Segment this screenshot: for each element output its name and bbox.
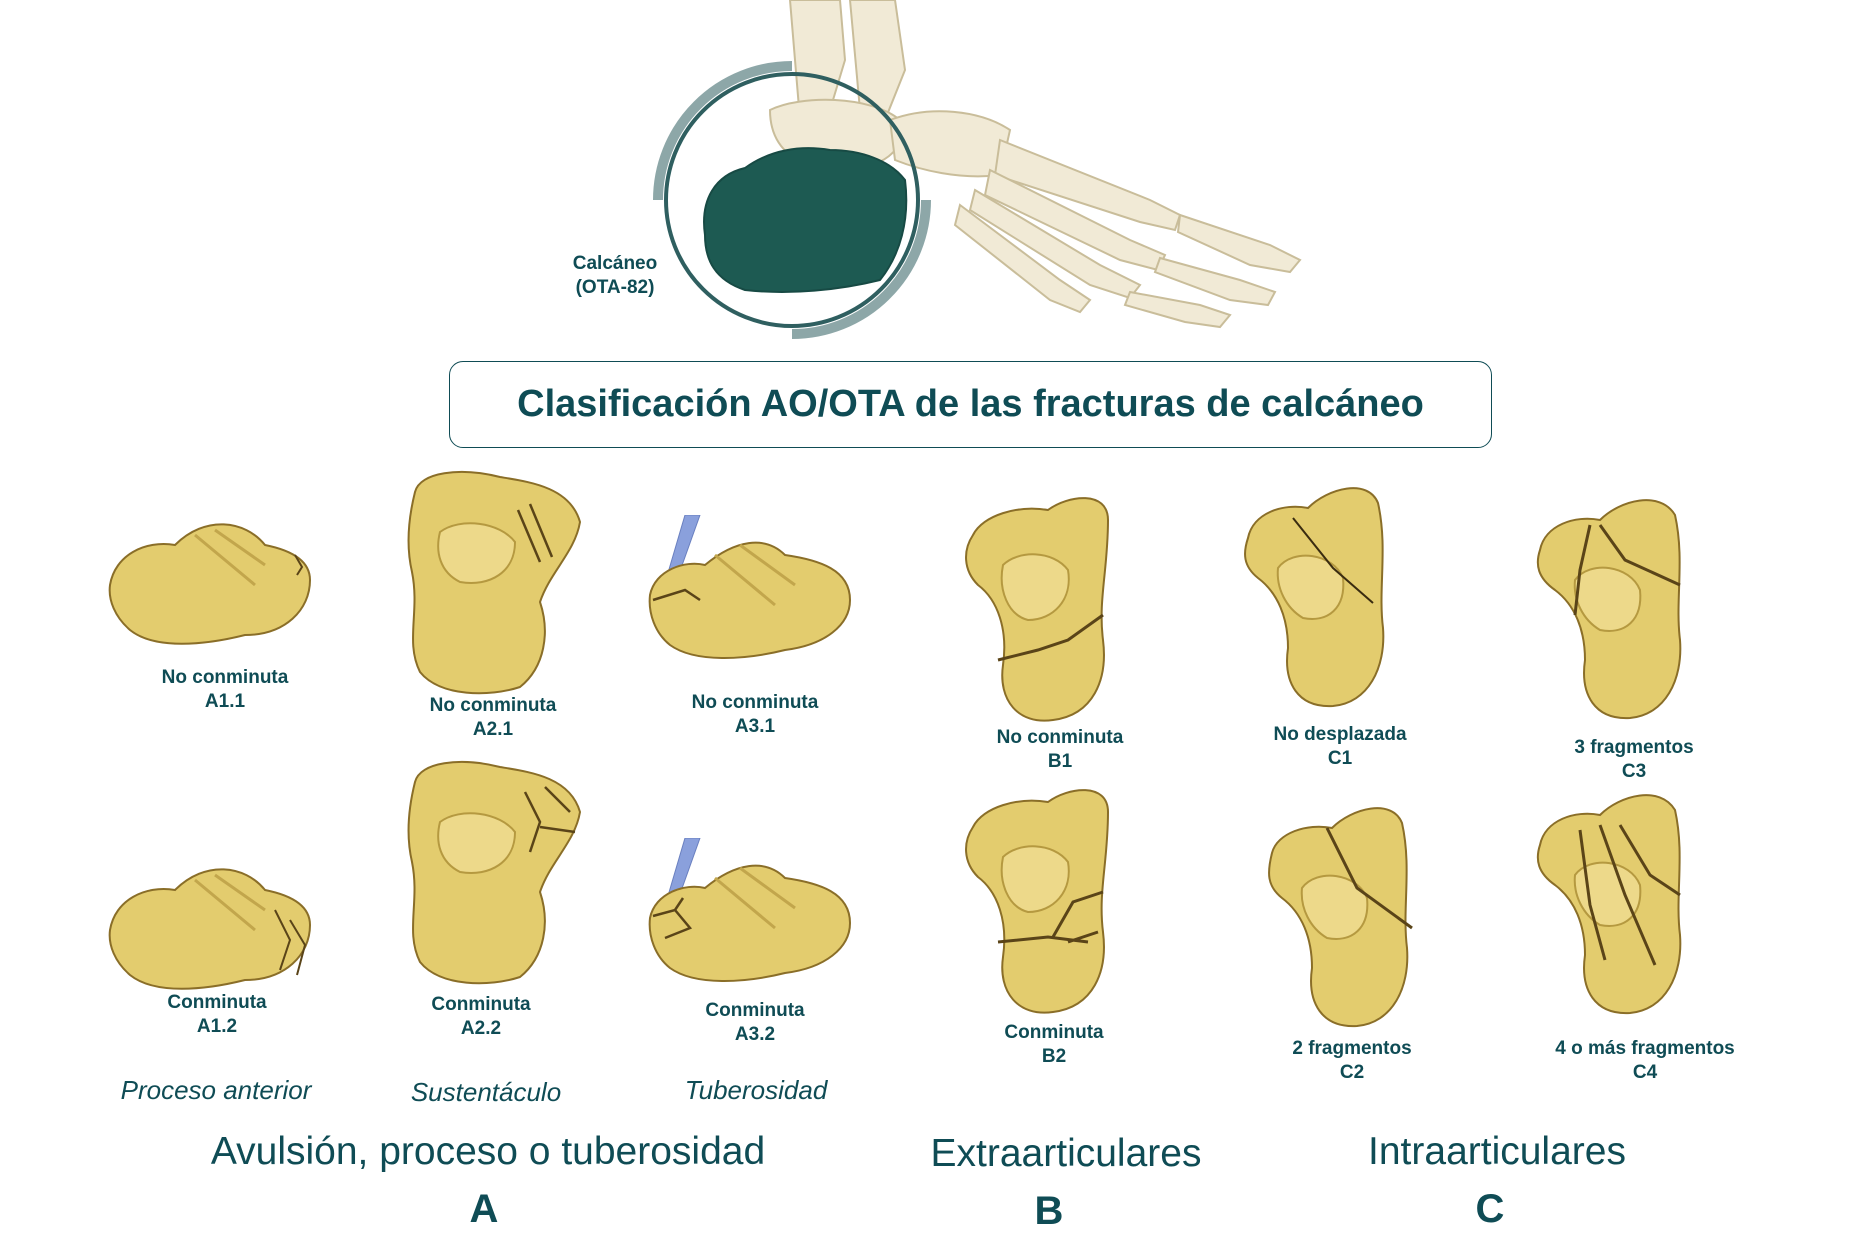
panel-caption-a2-1: No conminuta A2.1 — [373, 694, 613, 742]
bone-illustration-a2-2 — [407, 761, 582, 985]
panel-code: A3.1 — [734, 716, 776, 737]
panel-code: A1.2 — [196, 1016, 238, 1037]
panel-code: A2.2 — [460, 1018, 502, 1039]
bone-illustration-a3-1 — [648, 515, 852, 659]
calcaneus-label-code: (OTA-82) — [575, 277, 655, 298]
group-title-b: Extraarticulares — [930, 1132, 1202, 1175]
panel-code: C2 — [1339, 1062, 1365, 1083]
panel-code: C1 — [1327, 748, 1353, 769]
panel-caption-text: No conminuta — [691, 692, 819, 713]
title-box: Clasificación AO/OTA de las fracturas de… — [449, 361, 1492, 448]
bone-illustration-c2 — [1268, 807, 1413, 1028]
panel-caption-c4: 4 o más fragmentos C4 — [1525, 1037, 1765, 1085]
panel-code: A2.1 — [472, 719, 514, 740]
bone-illustration-c1 — [1244, 487, 1385, 708]
panel-caption-b1: No conminuta B1 — [940, 726, 1180, 774]
calcaneus-highlight-ring — [653, 61, 931, 339]
panel-code: C3 — [1621, 761, 1647, 782]
calcaneus-label-name: Calcáneo — [572, 253, 658, 274]
bone-illustration-a1-2 — [108, 868, 312, 990]
calcaneus-label: Calcáneo (OTA-82) — [555, 252, 675, 300]
bone-illustration-a3-2 — [648, 838, 852, 982]
panel-caption-text: No desplazada — [1273, 724, 1407, 745]
bone-illustration-c3 — [1536, 499, 1682, 720]
subgroup-label-sustentaculo: Sustentáculo — [410, 1077, 562, 1107]
bone-illustration-a2-1 — [407, 471, 582, 695]
panel-caption-a3-1: No conminuta A3.1 — [635, 691, 875, 739]
subgroup-label-proceso-anterior: Proceso anterior — [120, 1075, 312, 1105]
group-letter-c: C — [1475, 1187, 1505, 1231]
panel-caption-text: Conminuta — [705, 1000, 805, 1021]
panel-caption-a1-2: Conminuta A1.2 — [97, 991, 337, 1039]
panel-caption-text: 2 fragmentos — [1292, 1038, 1412, 1059]
group-title-c: Intraarticulares — [1368, 1130, 1626, 1173]
bone-illustration-a1-1 — [108, 523, 312, 645]
skeleton-bones — [768, 0, 1302, 329]
group-letter-b: B — [1034, 1189, 1064, 1233]
foot-skeleton-illustration — [653, 0, 1302, 339]
panel-code: A3.2 — [734, 1024, 776, 1045]
panel-caption-text: No conminuta — [161, 667, 289, 688]
bone-illustration-b1 — [965, 497, 1110, 722]
panel-code: B2 — [1041, 1046, 1067, 1067]
panel-caption-text: 4 o más fragmentos — [1555, 1038, 1735, 1059]
page-title: Clasificación AO/OTA de las fracturas de… — [517, 383, 1424, 425]
subgroup-label-tuberosidad: Tuberosidad — [684, 1075, 828, 1105]
panel-caption-b2: Conminuta B2 — [934, 1021, 1174, 1069]
panel-caption-a2-2: Conminuta A2.2 — [361, 993, 601, 1041]
panel-caption-text: Conminuta — [167, 992, 267, 1013]
panel-caption-text: Conminuta — [1004, 1022, 1104, 1043]
calcaneus-shape — [703, 147, 908, 293]
panel-caption-c3: 3 fragmentos C3 — [1514, 736, 1754, 784]
bone-illustration-c4 — [1536, 794, 1682, 1015]
panel-caption-a1-1: No conminuta A1.1 — [105, 666, 345, 714]
panel-caption-c1: No desplazada C1 — [1220, 723, 1460, 771]
panel-caption-text: Conminuta — [431, 994, 531, 1015]
bone-illustration-b2 — [965, 789, 1110, 1014]
panel-caption-c2: 2 fragmentos C2 — [1232, 1037, 1472, 1085]
panel-code: C4 — [1632, 1062, 1658, 1083]
panel-caption-text: No conminuta — [996, 727, 1124, 748]
panel-code: B1 — [1047, 751, 1073, 772]
group-title-a: Avulsión, proceso o tuberosidad — [210, 1130, 766, 1173]
group-letter-a: A — [469, 1187, 499, 1231]
panel-code: A1.1 — [204, 691, 246, 712]
panel-caption-a3-2: Conminuta A3.2 — [635, 999, 875, 1047]
panel-caption-text: No conminuta — [429, 695, 557, 716]
panel-caption-text: 3 fragmentos — [1574, 737, 1694, 758]
